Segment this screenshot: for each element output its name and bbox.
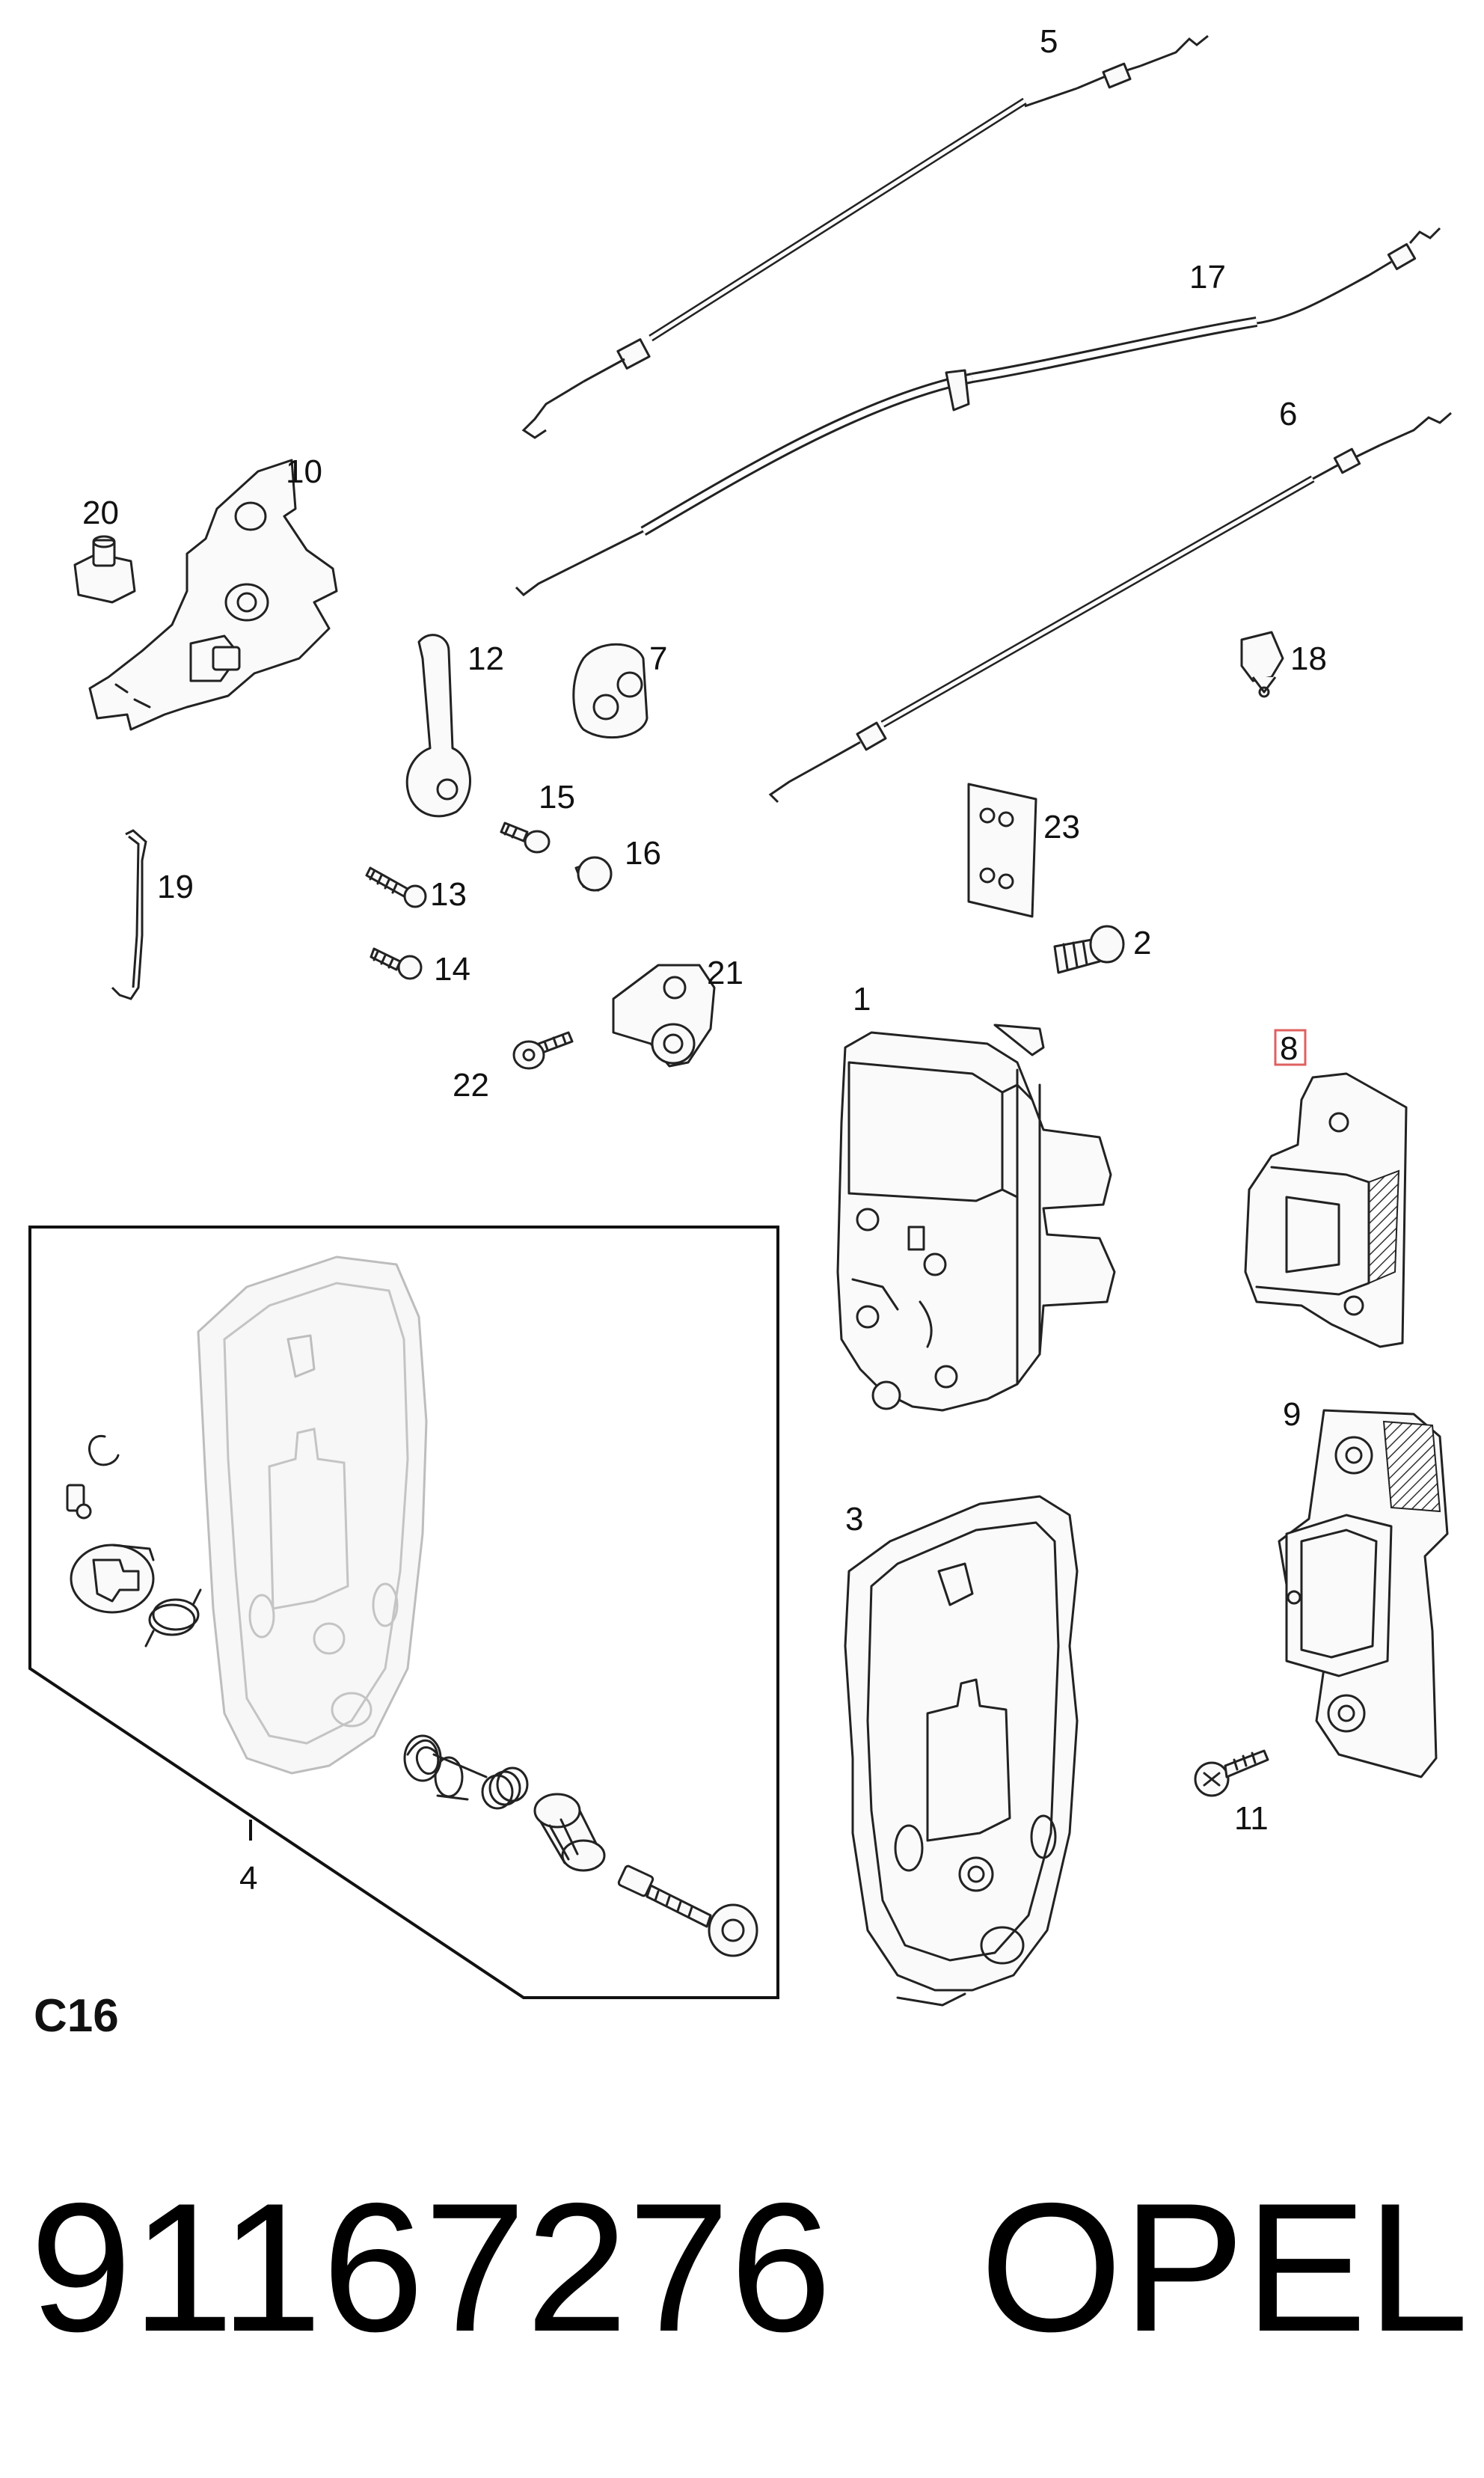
screw-11 bbox=[1194, 1749, 1269, 1797]
door-lock-1 bbox=[836, 1024, 1116, 1412]
lock-cylinder bbox=[533, 1793, 606, 1872]
callout-21: 21 bbox=[707, 955, 743, 991]
handle-housing-3 bbox=[844, 1495, 1079, 2007]
callout-8-highlight: 8 bbox=[1274, 1029, 1307, 1067]
striker-9 bbox=[1278, 1409, 1449, 1778]
screw-13 bbox=[365, 866, 427, 908]
spring-c bbox=[481, 1766, 529, 1810]
callout-19: 19 bbox=[157, 869, 194, 905]
cam-disc bbox=[70, 1544, 155, 1614]
hinge-21 bbox=[612, 964, 716, 1068]
spring-rod-19 bbox=[111, 829, 147, 1000]
callout-22: 22 bbox=[453, 1067, 489, 1104]
callout-16: 16 bbox=[625, 835, 661, 872]
callout-23: 23 bbox=[1043, 809, 1080, 845]
spring-b bbox=[432, 1753, 488, 1801]
striker-cover-8 bbox=[1244, 1072, 1408, 1348]
clip-18 bbox=[1240, 631, 1284, 698]
plug-16 bbox=[574, 856, 613, 892]
cable-rod-5 bbox=[521, 34, 1209, 439]
callout-3: 3 bbox=[845, 1501, 863, 1538]
callout-17: 17 bbox=[1189, 259, 1226, 296]
clip-20 bbox=[73, 535, 136, 604]
screw-15 bbox=[500, 822, 551, 854]
brand-name: OPEL bbox=[980, 2165, 1469, 2370]
retaining-ring bbox=[88, 1434, 120, 1466]
cable-rod-17 bbox=[515, 227, 1441, 596]
callout-11: 11 bbox=[1234, 1800, 1269, 1837]
callout-7: 7 bbox=[649, 640, 667, 677]
cable-rod-6 bbox=[768, 412, 1452, 804]
key-insert bbox=[617, 1864, 758, 1957]
screw-14 bbox=[370, 947, 423, 980]
callout-4: 4 bbox=[239, 1860, 257, 1897]
callout-18: 18 bbox=[1290, 640, 1327, 677]
plate-23 bbox=[967, 783, 1037, 918]
part-number: 91167276 bbox=[30, 2165, 832, 2370]
torsion-spring bbox=[144, 1588, 202, 1648]
callout-13: 13 bbox=[430, 876, 467, 913]
callout-5: 5 bbox=[1040, 23, 1058, 60]
callout-1: 1 bbox=[853, 981, 871, 1018]
lever-12 bbox=[405, 634, 471, 818]
callout-6: 6 bbox=[1279, 396, 1297, 432]
callout-20: 20 bbox=[82, 495, 119, 531]
screw-22 bbox=[512, 1031, 574, 1070]
callout-8: 8 bbox=[1280, 1030, 1298, 1067]
lock-pin bbox=[66, 1484, 92, 1520]
section-code: C16 bbox=[34, 1990, 119, 2042]
bumper-7 bbox=[572, 643, 649, 739]
callout-9: 9 bbox=[1283, 1396, 1301, 1433]
callout-14: 14 bbox=[434, 951, 470, 988]
callout-10: 10 bbox=[286, 453, 322, 490]
callout-2: 2 bbox=[1133, 925, 1151, 961]
lever-bracket-10 bbox=[88, 459, 338, 731]
callout-15: 15 bbox=[539, 779, 575, 816]
callout-12: 12 bbox=[467, 640, 504, 677]
kit-box-4 bbox=[28, 1226, 779, 1999]
bolt-2 bbox=[1053, 925, 1125, 974]
